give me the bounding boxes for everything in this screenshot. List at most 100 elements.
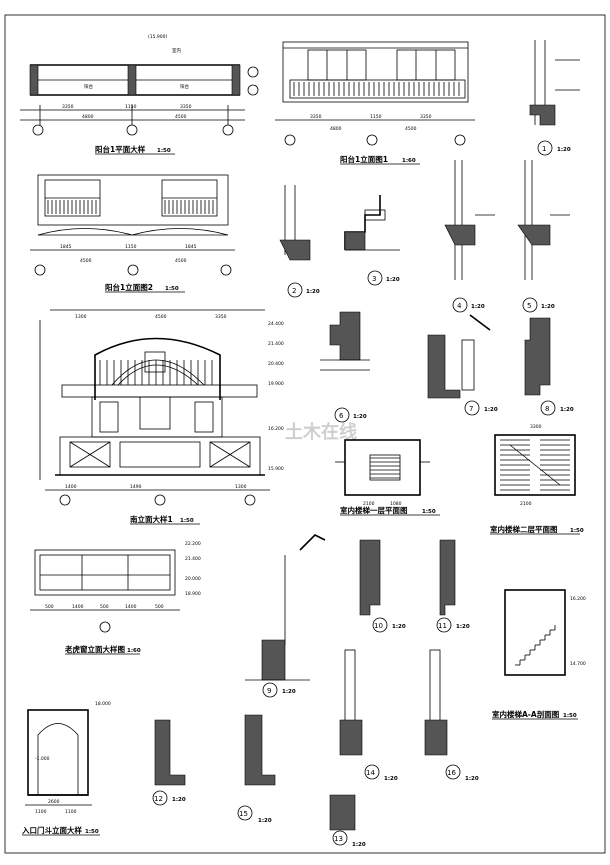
detail-scale: 1:20 bbox=[172, 797, 186, 803]
entry-arch-drawing: -1.000 18.000 2600 1100 1100 入口门斗立面大样 1:… bbox=[21, 701, 111, 836]
dim-label: 1400 bbox=[72, 604, 84, 610]
detail-11-drawing: 11 1:20 bbox=[436, 539, 470, 633]
level-label: 14.700 bbox=[570, 661, 586, 667]
level-label: 20.400 bbox=[268, 361, 284, 367]
drawing-caption: 室内楼梯二层平面图 bbox=[490, 524, 558, 534]
balcony-elev-2-drawing: 1845 1150 1845 4500 4500 阳台1立面图2 1:50 bbox=[30, 174, 235, 293]
detail-5-drawing: 5 1:20 bbox=[517, 160, 570, 313]
stair-plan-1-drawing: 2100 1080 室内楼梯一层平面图 1:50 bbox=[335, 439, 440, 516]
sheet-border bbox=[4, 14, 606, 854]
level-label: 15.900 bbox=[268, 466, 284, 472]
detail-number: 13 bbox=[334, 835, 343, 843]
detail-1-drawing: 1 1:20 bbox=[529, 40, 580, 156]
detail-scale: 1:20 bbox=[484, 407, 498, 413]
drawing-caption: 阳台1立面图1 bbox=[340, 154, 388, 164]
drawing-scale: 1:50 bbox=[85, 829, 99, 835]
detail-scale: 1:20 bbox=[471, 304, 485, 310]
level-label: 16.200 bbox=[268, 426, 284, 432]
detail-7-drawing: 7 1:20 bbox=[427, 314, 498, 416]
detail-number: 11 bbox=[438, 622, 447, 630]
detail-scale: 1:20 bbox=[456, 624, 470, 630]
detail-scale: 1:20 bbox=[386, 277, 400, 283]
level-label: 19.900 bbox=[268, 381, 284, 387]
drawing-caption: 室内楼梯一层平面图 bbox=[340, 505, 408, 515]
detail-number: 1 bbox=[542, 145, 546, 153]
detail-scale: 1:20 bbox=[306, 289, 320, 295]
stair-plan-2-drawing: 3300 2100 室内楼梯二层平面图 1:50 bbox=[490, 424, 584, 535]
drawing-caption: 室内楼梯A-A剖面图 bbox=[492, 709, 560, 719]
dim-label: 3350 bbox=[62, 104, 74, 110]
dim-label: 1080 bbox=[390, 501, 402, 507]
dim-label: 4500 bbox=[80, 258, 92, 264]
dim-label: 1845 bbox=[185, 244, 197, 250]
detail-number: 6 bbox=[339, 412, 344, 420]
level-label: -1.000 bbox=[35, 756, 50, 762]
baluster-row bbox=[47, 200, 214, 214]
dim-label: 1150 bbox=[370, 114, 382, 120]
dim-label: 4500 bbox=[175, 114, 187, 120]
detail-6-drawing: 6 1:20 bbox=[320, 311, 370, 423]
tiger-window-drawing: 500 1400 500 1400 500 22.200 21.400 20.0… bbox=[30, 541, 201, 655]
dim-label: 4800 bbox=[82, 114, 94, 120]
drawing-scale: 1:50 bbox=[563, 713, 577, 719]
drawing-caption: 阳台1平面大样 bbox=[95, 144, 146, 154]
detail-15-drawing: 15 1:20 bbox=[237, 714, 276, 824]
dim-label: 1845 bbox=[60, 244, 72, 250]
level-label: 16.200 bbox=[570, 596, 586, 602]
stair-treads bbox=[500, 439, 570, 491]
detail-scale: 1:20 bbox=[465, 776, 479, 782]
detail-scale: 1:20 bbox=[352, 842, 366, 848]
room-label: 室内 bbox=[172, 47, 181, 54]
dim-label: 3300 bbox=[530, 424, 542, 430]
dim-label: 4500 bbox=[405, 126, 417, 132]
level-label: 20.000 bbox=[185, 576, 201, 582]
detail-scale: 1:20 bbox=[384, 776, 398, 782]
drawing-scale: 1:50 bbox=[165, 286, 179, 292]
dim-label: 1100 bbox=[35, 809, 47, 815]
level-label: 24.400 bbox=[268, 321, 284, 327]
drawing-caption: 南立面大样1 bbox=[130, 514, 173, 524]
detail-scale: 1:20 bbox=[560, 407, 574, 413]
balcony-plan-drawing: 3350 1150 3350 4800 4500 阳台 阳台 室内 (15.90… bbox=[20, 34, 259, 155]
detail-scale: 1:20 bbox=[282, 689, 296, 695]
drawing-caption: 老虎窗立面大样图 bbox=[64, 644, 125, 654]
detail-10-drawing: 10 1:20 bbox=[359, 539, 406, 633]
dim-label: 3350 bbox=[180, 104, 192, 110]
detail-scale: 1:20 bbox=[557, 147, 571, 153]
detail-9-drawing: 9 1:20 bbox=[245, 534, 326, 698]
drawing-caption: 入口门斗立面大样 bbox=[21, 825, 82, 835]
dim-label: 1490 bbox=[130, 484, 142, 490]
detail-2-drawing: 2 1:20 bbox=[279, 185, 320, 298]
dim-label: 1300 bbox=[75, 314, 87, 320]
detail-3-drawing: 3 1:20 bbox=[344, 195, 400, 286]
south-elev-drawing: 1300 4500 3350 1400 1490 1300 24.400 21.… bbox=[39, 309, 284, 525]
detail-16-drawing: 16 1:20 bbox=[424, 649, 479, 782]
balcony-elev-1-drawing: 3350 1150 3350 4800 4500 阳台1立面图1 1:60 bbox=[275, 41, 475, 165]
drawing-scale: 1:60 bbox=[402, 158, 416, 164]
dim-label: 500 bbox=[45, 604, 54, 610]
drawing-scale: 1:50 bbox=[157, 148, 171, 154]
roof-hatch bbox=[99, 360, 213, 385]
drawing-scale: 1:50 bbox=[570, 528, 584, 534]
detail-number: 4 bbox=[457, 302, 462, 310]
detail-scale: 1:20 bbox=[258, 818, 272, 824]
detail-scale: 1:20 bbox=[392, 624, 406, 630]
watermark: 土木在线 bbox=[285, 421, 357, 443]
dim-label: 3350 bbox=[420, 114, 432, 120]
dim-label: 1150 bbox=[125, 244, 137, 250]
detail-number: 9 bbox=[267, 687, 271, 695]
dim-label: 2100 bbox=[363, 501, 375, 507]
stair-treads bbox=[370, 457, 400, 479]
detail-number: 7 bbox=[469, 405, 473, 413]
dim-label: 1300 bbox=[235, 484, 247, 490]
dim-label: 3350 bbox=[215, 314, 227, 320]
dim-label: 1400 bbox=[125, 604, 137, 610]
detail-scale: 1:20 bbox=[541, 304, 555, 310]
level-label: 18.900 bbox=[185, 591, 201, 597]
detail-number: 8 bbox=[545, 405, 549, 413]
dim-label: 500 bbox=[100, 604, 109, 610]
detail-number: 15 bbox=[239, 810, 248, 818]
stair-section-drawing: 16.200 14.700 室内楼梯A-A剖面图 1:50 bbox=[492, 589, 586, 720]
